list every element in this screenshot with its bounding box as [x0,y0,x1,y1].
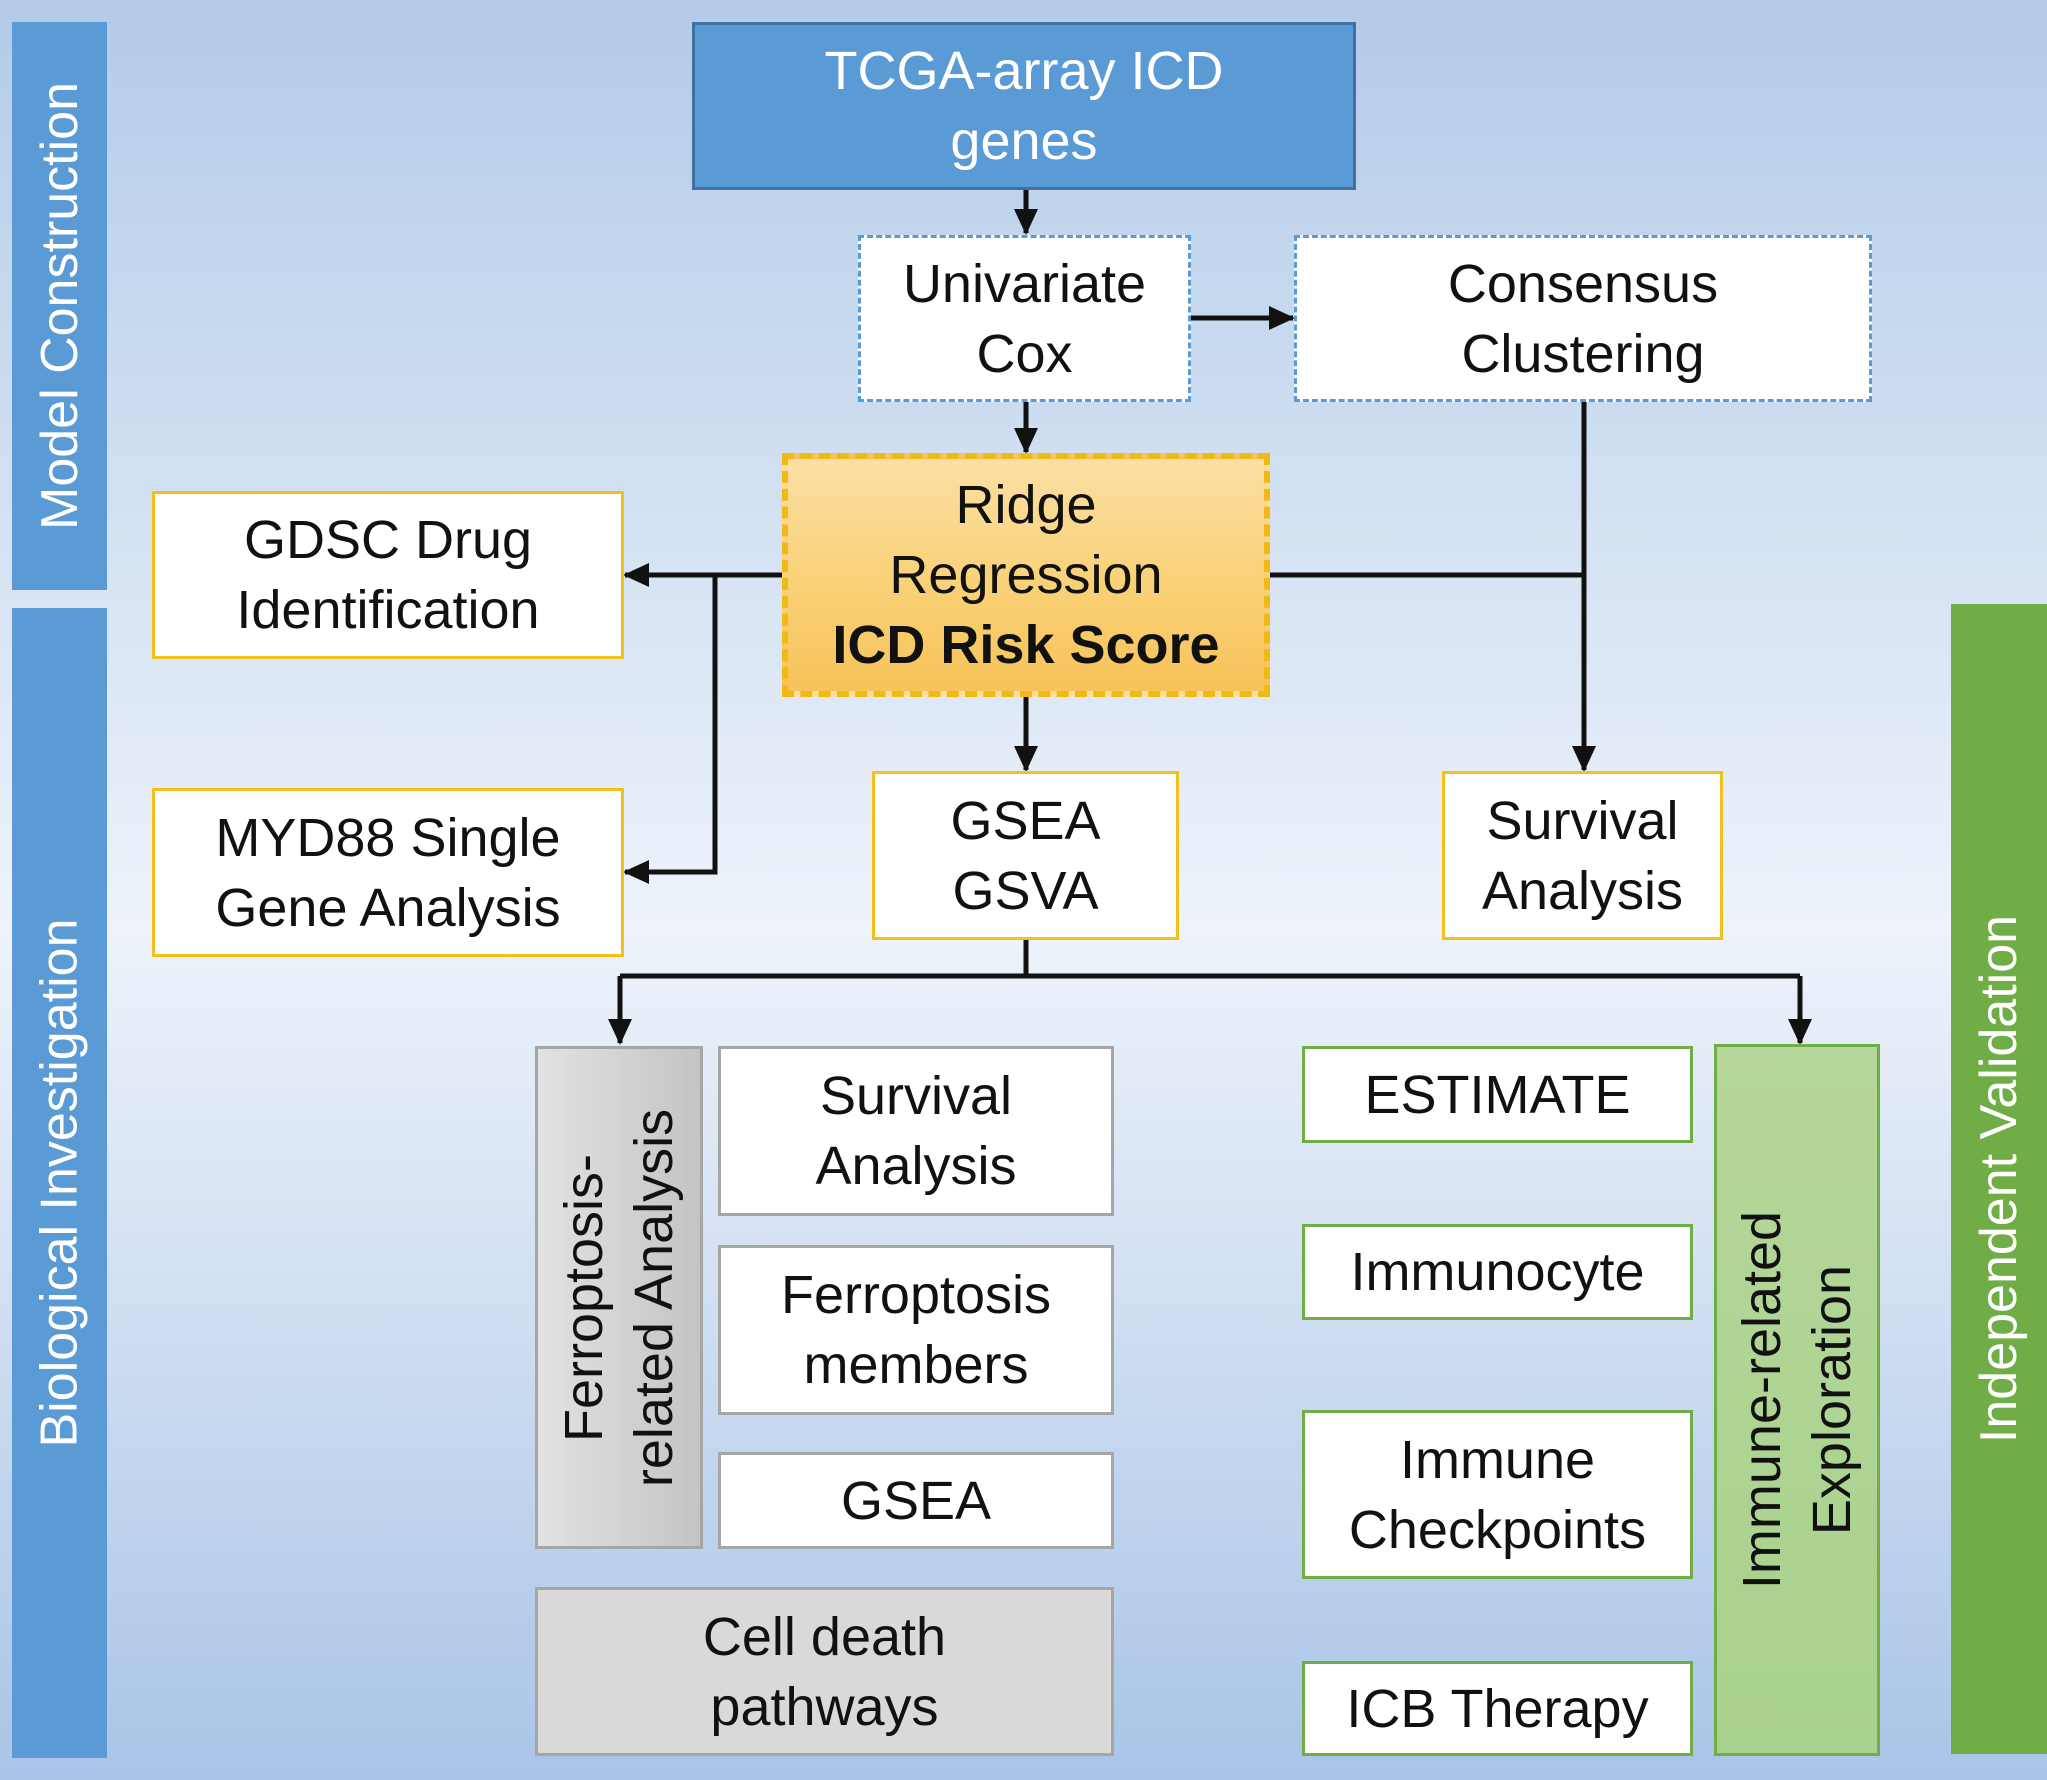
sidebar-independent-validation: Independent Validation [1951,604,2047,1754]
sidebar-model-construction: Model Construction [12,22,107,590]
survival-analysis-box-top: Survival Analysis [1442,771,1723,940]
ridge-regression-box: Ridge Regression ICD Risk Score [782,453,1270,697]
ferroptosis-members-line-1: Ferroptosis [780,1265,1052,1325]
survival-sub-line-1: Survival [819,1066,1013,1126]
estimate-label: ESTIMATE [1364,1064,1631,1125]
survival-sub-line-2: Analysis [815,1136,1017,1196]
survival-top-line-1: Survival [1486,790,1679,851]
icb-therapy-box: ICB Therapy [1302,1661,1693,1756]
consensus-clustering-line-1: Consensus [1447,253,1719,314]
ferroptosis-group-line-2: related Analysis [624,1108,684,1487]
consensus-clustering-line-2: Clustering [1461,323,1705,384]
cell-death-line-2: pathways [710,1676,939,1737]
immunocyte-label: Immunocyte [1350,1242,1645,1302]
cell-death-pathways-box: Cell death pathways [535,1587,1114,1756]
ridge-line-2: Regression [889,545,1163,605]
survival-analysis-sub-box: Survival Analysis [718,1046,1114,1216]
immunocyte-box: Immunocyte [1302,1224,1693,1320]
gdsc-line-2: Identification [236,580,540,640]
tcga-line-1: TCGA-array ICD [824,41,1224,101]
univariate-cox-line-2: Cox [976,323,1073,384]
ridge-line-3: ICD Risk Score [832,615,1220,675]
myd88-box: MYD88 Single Gene Analysis [152,788,624,957]
univariate-cox-box: Univariate Cox [858,235,1191,402]
immune-group-line-2: Exploration [1802,1264,1863,1536]
ferroptosis-group-line-1: Ferroptosis- [554,1153,614,1442]
myd88-line-2: Gene Analysis [215,877,561,938]
cell-death-line-1: Cell death [702,1606,947,1667]
sidebar-biological-investigation: Biological Investigation [12,608,107,1758]
gsea-gsva-line-1: GSEA [950,790,1101,851]
ridge-line-1: Ridge [955,475,1097,535]
myd88-line-1: MYD88 Single [215,807,561,868]
gsea-sub-box: GSEA [718,1452,1114,1549]
tcga-icd-genes-box: TCGA-array ICD genes [692,22,1356,190]
survival-top-line-2: Analysis [1481,860,1684,921]
immune-checkpoints-line-1: Immune [1399,1429,1596,1490]
gdsc-drug-box: GDSC Drug Identification [152,491,624,659]
tcga-line-2: genes [950,111,1098,171]
gdsc-line-1: GDSC Drug [243,510,533,570]
ferroptosis-related-analysis-box: Ferroptosis- related Analysis [535,1046,703,1549]
immune-group-line-1: Immune-related [1732,1210,1793,1590]
univariate-cox-line-1: Univariate [902,253,1147,314]
arrow-branch-to-myd88 [623,575,718,884]
consensus-clustering-box: Consensus Clustering [1294,235,1872,402]
ferroptosis-members-line-2: members [803,1335,1029,1395]
gsea-sub-label: GSEA [840,1470,992,1531]
immune-related-exploration-box: Immune-related Exploration [1714,1044,1880,1756]
estimate-box: ESTIMATE [1302,1046,1693,1143]
ferroptosis-members-box: Ferroptosis members [718,1245,1114,1415]
immune-checkpoints-line-2: Checkpoints [1348,1499,1647,1560]
gsea-gsva-line-2: GSVA [952,860,1099,921]
immune-checkpoints-box: Immune Checkpoints [1302,1410,1693,1579]
icb-therapy-label: ICB Therapy [1346,1678,1649,1739]
gsea-gsva-box: GSEA GSVA [872,771,1179,940]
